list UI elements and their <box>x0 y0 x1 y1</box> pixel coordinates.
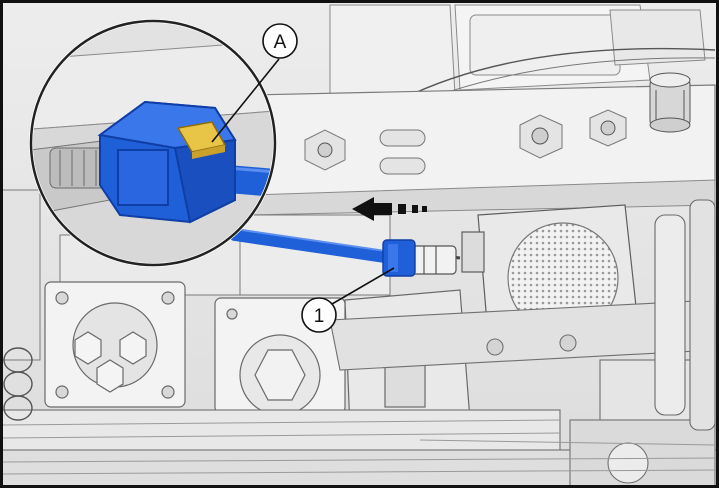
blue-connector-magnified <box>97 100 237 224</box>
arrow-left-icon <box>352 197 427 221</box>
zoom-inset <box>29 19 277 267</box>
callout-1-label: 1 <box>314 306 325 327</box>
callout-a: A <box>262 23 298 59</box>
yellow-latch <box>176 121 227 159</box>
callout-1: 1 <box>301 297 337 333</box>
blue-connector <box>382 239 416 277</box>
callout-a-label: A <box>274 32 287 53</box>
